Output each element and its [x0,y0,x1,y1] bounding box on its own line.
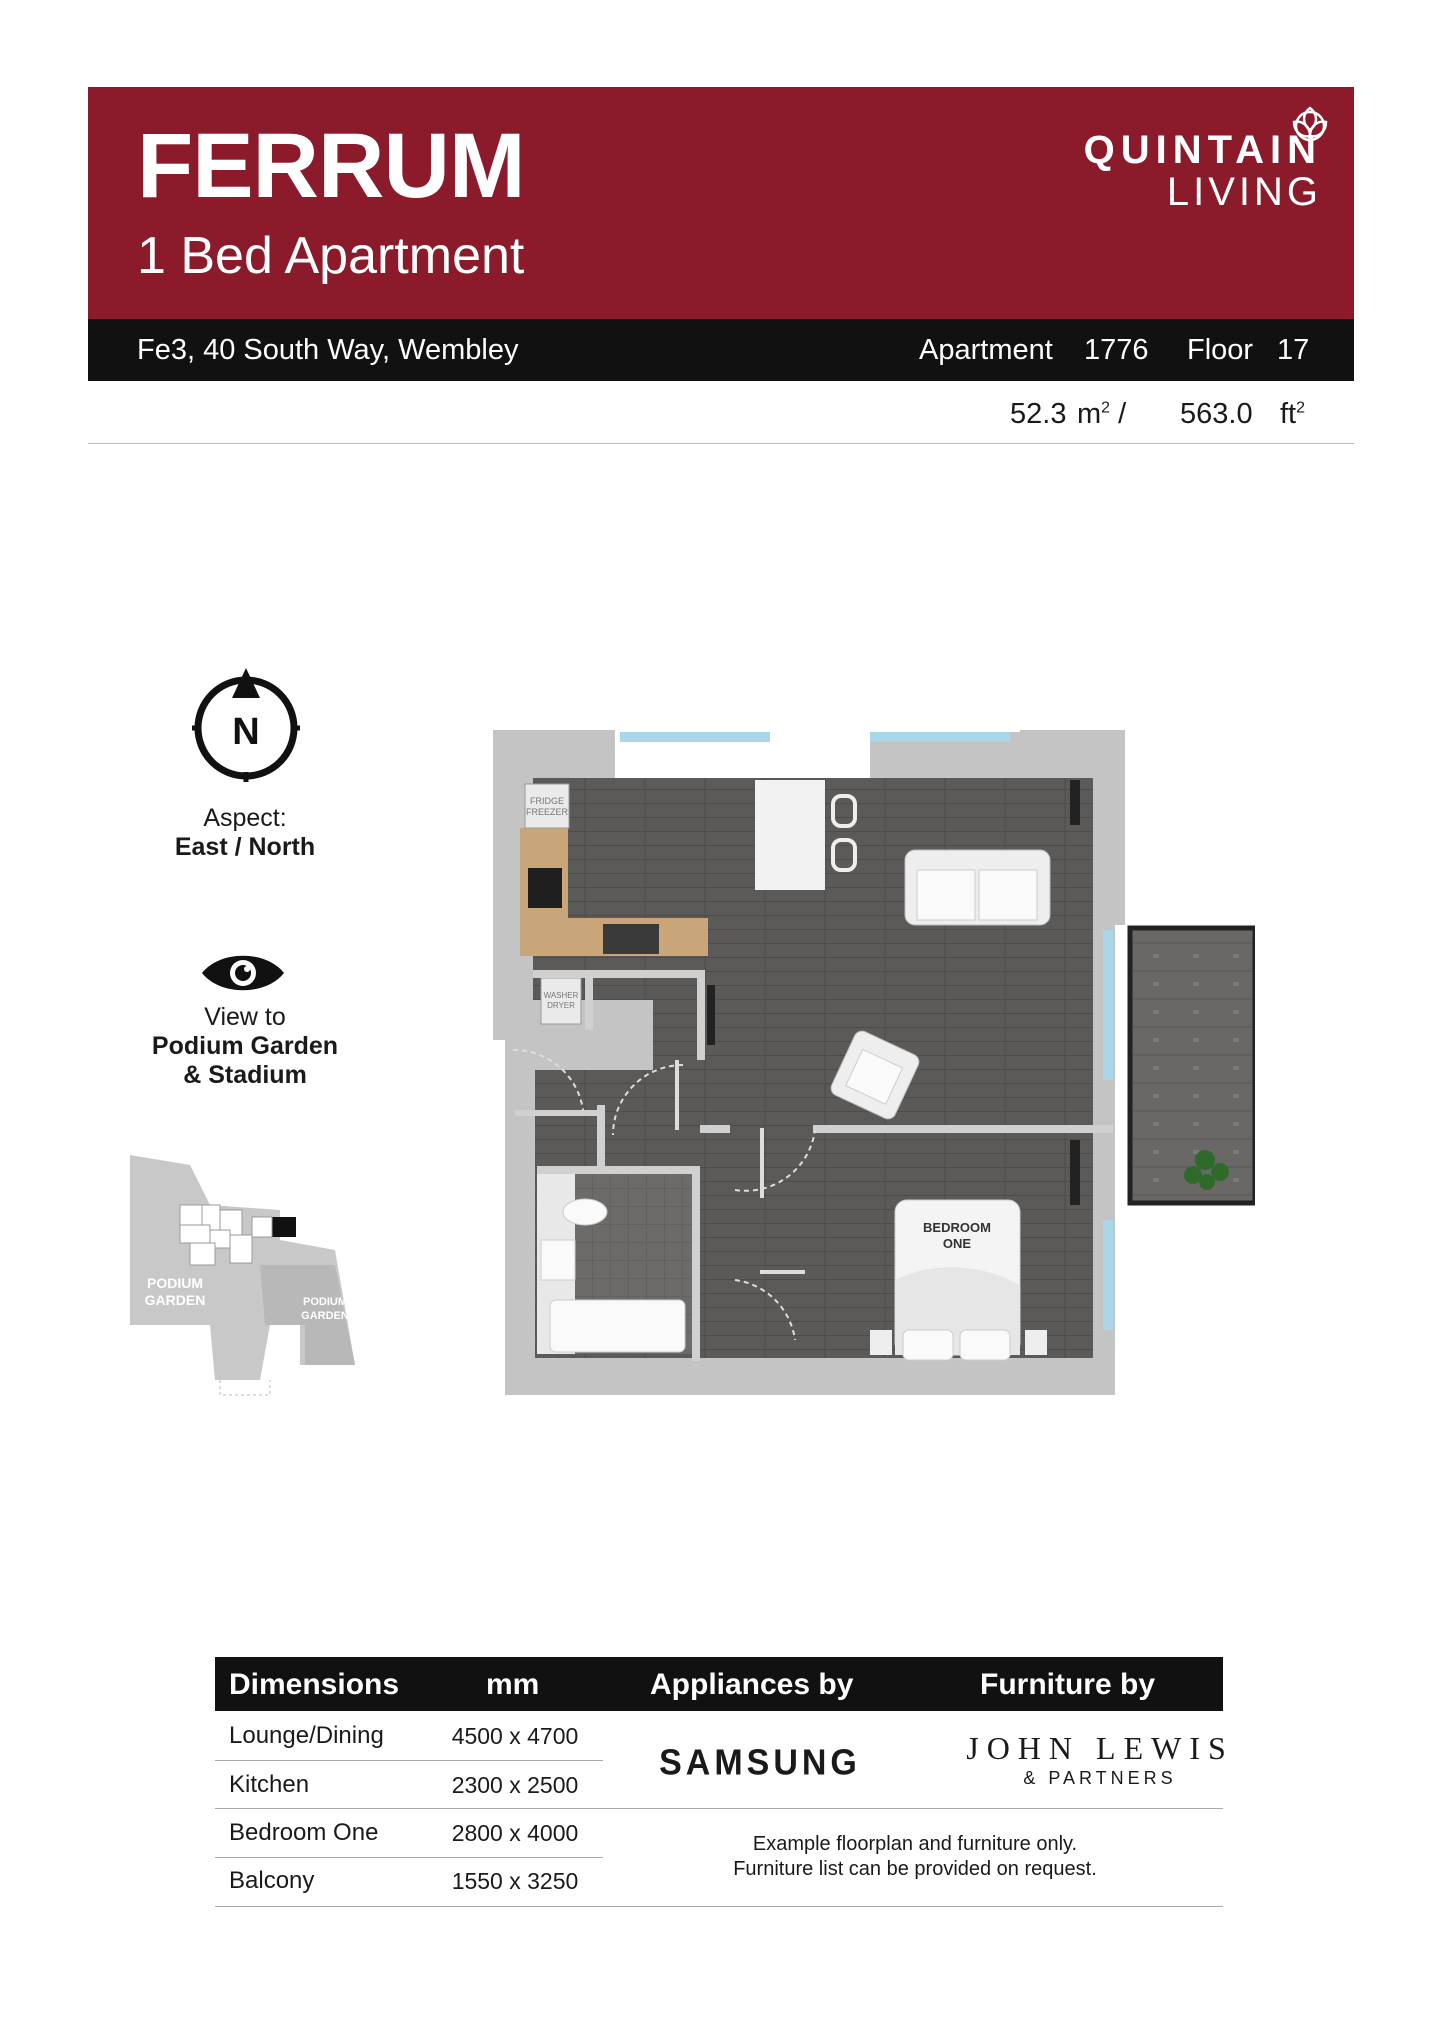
compass-letter: N [232,711,259,753]
area-sqm-unit: m2 / [1077,398,1127,430]
area-sqft-value: 563.0 [1180,398,1253,430]
floor-label: Floor [1187,334,1254,366]
col-dimensions: Dimensions [229,1668,400,1701]
site-plan: PODIUM GARDEN PODIUM GARDEN [130,1155,355,1396]
eye-icon [202,955,284,991]
divider [88,443,1354,444]
brand-name: QUINTAIN [1083,128,1322,172]
area-sqft: 563.0 [1180,398,1253,431]
view-value-2: & Stadium [183,1061,307,1089]
disclaimer-line-1: Example floorplan and furniture only. [752,1833,1078,1855]
washer-label-1: WASHER [544,991,579,1000]
apartment-type: 1 Bed Apartment [137,227,525,285]
site-label-right-2: GARDEN [301,1310,349,1322]
floor-number: 17 [1277,334,1310,366]
washer-label-2: DRYER [547,1001,575,1010]
row-size: 4500 x 4700 [451,1723,579,1749]
view-value: Podium Garden [151,1032,339,1060]
table-header-bar [215,1657,1223,1711]
appliances-brand-logo: SAMSUNG [659,1743,861,1783]
furniture-brand-logo: JOHN LEWIS [966,1730,1234,1766]
area-sqm: 52.3 [1010,398,1066,431]
row-room: Lounge/Dining [229,1722,384,1749]
row-room: Kitchen [229,1771,310,1798]
aspect-label: Aspect: [203,804,287,832]
address: Fe3, 40 South Way, Wembley [137,334,519,366]
area-sqm-value: 52.3 [1010,398,1067,430]
bedroom-label-1: BEDROOM [923,1220,991,1235]
address-bar [88,319,1354,381]
area-separator: / [1118,398,1127,430]
row-divider [215,1857,603,1858]
row-size: 2800 x 4000 [451,1820,579,1846]
fridge-label-1: FRIDGE [530,796,564,806]
bedroom-label-2: ONE [943,1236,972,1251]
col-mm: mm [486,1668,540,1701]
sqm-unit: m [1077,398,1102,430]
col-appliances: Appliances by [650,1668,854,1701]
row-divider [215,1760,603,1761]
aspect-value: East / North [174,833,316,861]
brand-divider [603,1808,1223,1809]
brand-sub: LIVING [1166,170,1322,214]
apartment-label: Apartment [919,334,1053,366]
apartment-number: 1776 [1084,334,1149,366]
site-label-left-1: PODIUM [147,1275,203,1291]
area-sqft-unit: ft2 [1280,398,1306,430]
compass-icon: N [192,668,300,782]
col-furniture: Furniture by [980,1668,1156,1701]
table-bottom-rule [215,1906,1223,1907]
row-divider [215,1808,603,1809]
row-room: Bedroom One [229,1819,379,1846]
header-band [88,87,1354,319]
disclaimer-line-2: Furniture list can be provided on reques… [733,1858,1097,1880]
brand-logo-icon [1292,106,1328,142]
row-size: 1550 x 3250 [451,1868,579,1894]
site-label-left-2: GARDEN [145,1292,206,1308]
floor-plan: FRIDGE FREEZER WASHER DRYER [493,730,1255,1395]
site-label-right-1: PODIUM [303,1296,347,1308]
row-room: Balcony [229,1867,315,1894]
development-title: FERRUM [137,115,526,217]
view-label: View to [204,1003,286,1031]
fridge-label-2: FREEZER [526,807,569,817]
row-size: 2300 x 2500 [451,1772,579,1798]
furniture-brand-sub: & PARTNERS [1023,1768,1177,1788]
sqft-unit: ft [1280,398,1297,430]
